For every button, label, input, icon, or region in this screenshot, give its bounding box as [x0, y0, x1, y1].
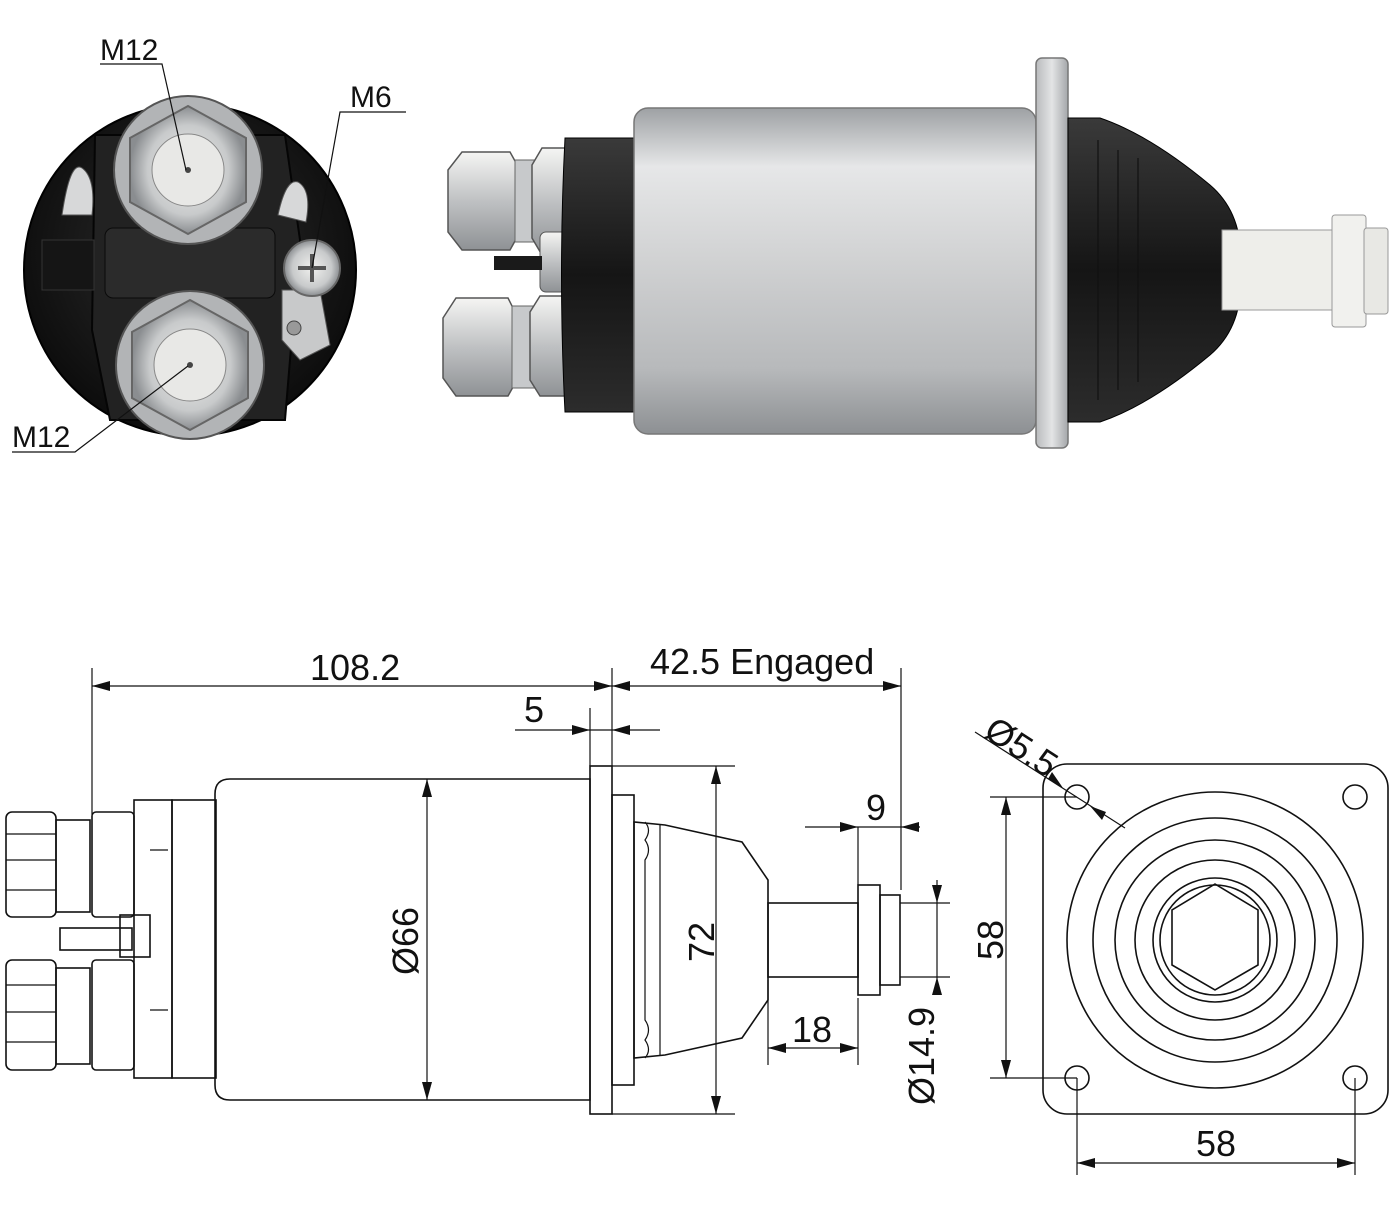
flange-view-drawing — [1042, 763, 1389, 1115]
dim-plunger-head: 9 — [866, 787, 886, 828]
drawing-shaft — [767, 902, 859, 978]
drawing-flange-step — [611, 794, 635, 1086]
mounting-flange — [1035, 57, 1069, 449]
dim-flange-thickness: 5 — [524, 689, 544, 730]
drawing-terminals — [5, 799, 173, 1079]
rubber-boot — [1067, 117, 1242, 423]
dim-shaft-length: 18 — [792, 1009, 832, 1050]
callout-m12-top: M12 — [100, 34, 158, 67]
lower-stud — [442, 295, 573, 397]
flange-view-dimensions: Ø5.5 58 58 — [970, 708, 1356, 1175]
housing-socket — [41, 239, 95, 291]
callout-m6: M6 — [350, 81, 392, 114]
drawing-plunger-tip — [879, 894, 901, 986]
callout-m12-bottom: M12 — [12, 421, 70, 454]
side-view-photo — [442, 57, 1389, 449]
photo-callouts: M12 M6 M12 — [12, 34, 406, 454]
spade-tab-left — [61, 166, 94, 216]
hex-center — [1171, 883, 1259, 991]
top-terminal-center — [185, 167, 191, 173]
spade-tab-right — [277, 181, 309, 223]
side-view-dimensions: 108.2 42.5 Engaged 5 Ø66 72 9 18 — [91, 641, 950, 1115]
drawing-plunger-head — [857, 884, 881, 996]
dim-hole-spacing-vertical: 58 — [970, 920, 1011, 960]
black-end-cap — [561, 137, 637, 413]
dim-hole-spacing-horizontal: 58 — [1196, 1123, 1236, 1164]
hole-top-right — [1342, 784, 1368, 810]
solenoid-body — [633, 107, 1037, 435]
drawing-body — [214, 778, 591, 1101]
drawing-flange — [589, 765, 613, 1115]
m6-rivet — [286, 320, 302, 336]
plunger-head — [1331, 214, 1367, 328]
dim-shaft-diameter: Ø14.9 — [901, 1007, 942, 1105]
bottom-terminal-center — [187, 362, 193, 368]
dim-plunger-travel: 42.5 Engaged — [650, 641, 874, 682]
dim-body-diameter: Ø66 — [385, 907, 426, 975]
dim-boot-height: 72 — [681, 922, 722, 962]
side-view-drawing — [5, 765, 901, 1115]
end-view-photo — [23, 95, 357, 440]
dim-overall-length: 108.2 — [310, 647, 400, 688]
white-plunger — [1221, 229, 1341, 311]
drawing-end-cap — [171, 799, 217, 1079]
flange-square — [1042, 763, 1389, 1115]
plunger-tip — [1363, 227, 1389, 315]
